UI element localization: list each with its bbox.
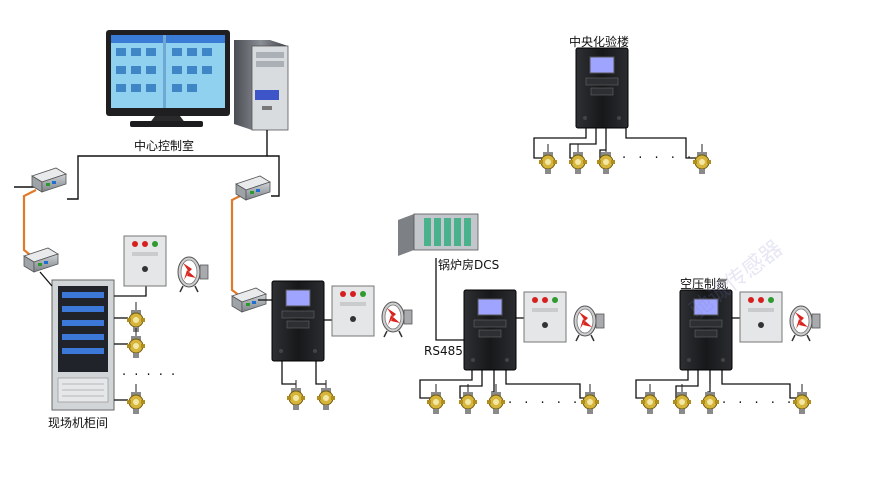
cabinet-detector-3 — [126, 383, 146, 415]
converter-1 — [31, 167, 67, 193]
boiler-detector-3 — [486, 383, 506, 415]
converter-3 — [23, 247, 59, 273]
nitrogen-detector-3 — [700, 383, 720, 415]
cabinet-fan — [177, 256, 209, 293]
lab-detector-4 — [692, 143, 712, 175]
group2-fan — [381, 301, 413, 338]
label-boiler-dcs: 锅炉房DCS — [438, 258, 500, 272]
cabinet-detector-2 — [126, 327, 146, 359]
boiler-fan-panel — [523, 291, 567, 343]
boiler-detector-2 — [458, 383, 478, 415]
cabinet-wiring — [39, 271, 147, 401]
cabinet-detector-1 — [126, 301, 146, 333]
lab-controller — [575, 47, 629, 129]
nitrogen-fan — [789, 305, 821, 342]
label-control-room: 中心控制室 — [134, 139, 195, 153]
boiler-detector-1 — [426, 383, 446, 415]
network-wiring — [14, 130, 280, 200]
lab-detector-2 — [568, 143, 588, 175]
nitrogen-detector-1 — [640, 383, 660, 415]
boiler-controller — [463, 289, 517, 371]
nitrogen-fan-panel — [739, 291, 783, 343]
label-central-lab: 中央化验楼 — [569, 35, 630, 49]
lab-detector-3 — [596, 143, 616, 175]
label-nitrogen: 空压制氮 — [680, 277, 729, 291]
screen-widgets — [116, 48, 212, 92]
group2-wiring — [258, 299, 332, 385]
boiler-detector-4 — [580, 383, 600, 415]
label-field-cabinet-room: 现场机柜间 — [48, 416, 109, 430]
controller-2 — [271, 280, 325, 362]
boiler-ellipsis: · · · · · — [508, 396, 582, 411]
nitrogen-detector-4 — [792, 383, 812, 415]
boiler-fan — [573, 305, 605, 342]
converter-2 — [235, 175, 271, 201]
nitrogen-ellipsis: · · · · · — [722, 396, 796, 411]
dcs-module — [398, 213, 479, 256]
lab-ellipsis: · · · · · — [622, 151, 696, 166]
label-rs485: RS485 — [424, 344, 463, 358]
lab-detector-1 — [538, 143, 558, 175]
group2-fan-panel — [331, 285, 375, 337]
cabinet-ellipsis: · · · · · — [122, 368, 178, 383]
cabinet-fan-panel — [123, 235, 167, 287]
control-room-computer — [106, 30, 289, 131]
field-cabinet — [51, 279, 115, 411]
